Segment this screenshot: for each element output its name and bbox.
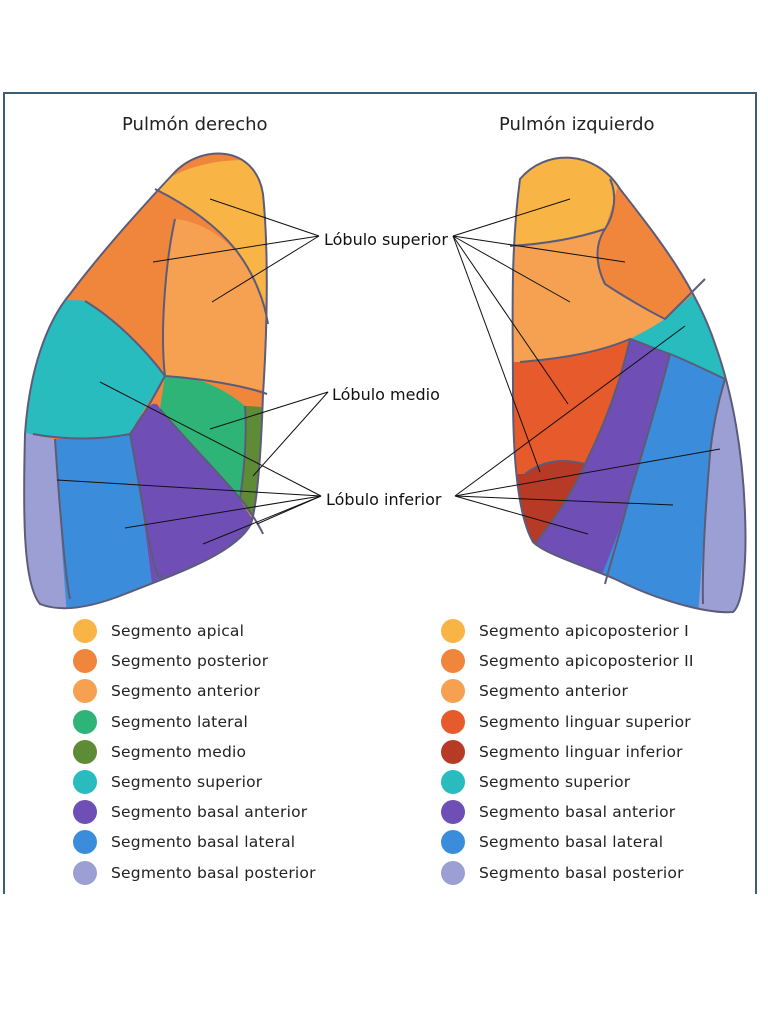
legend-label: Segmento anterior	[111, 682, 261, 701]
legend-label: Segmento basal posterior	[479, 863, 684, 882]
legend-label: Segmento medio	[111, 742, 247, 761]
legend-label: Segmento linguar inferior	[479, 742, 683, 761]
legend-swatch	[441, 679, 465, 704]
legend-label: Segmento anterior	[479, 682, 629, 701]
legend-swatch	[73, 709, 97, 734]
legend-label: Segmento lateral	[111, 712, 248, 731]
seg-r-apical	[155, 160, 267, 344]
left-lung-title: Pulmón izquierdo	[499, 114, 655, 135]
legend-swatch	[73, 619, 97, 644]
legend-label: Segmento posterior	[111, 652, 269, 671]
lungs-illustration	[23, 152, 747, 614]
seg-r-anterior	[162, 219, 267, 394]
legend-label: Segmento basal lateral	[479, 833, 664, 852]
legend-swatch	[441, 770, 465, 795]
left-lung-outline	[511, 156, 747, 614]
legend-item: Segmento basal lateral	[441, 827, 694, 857]
legend-swatch	[441, 709, 465, 734]
left-lung	[512, 157, 746, 613]
legend-item: Segmento apical	[73, 616, 316, 646]
legend-item: Segmento apicoposterior II	[441, 646, 694, 676]
legend-item: Segmento linguar superior	[441, 707, 694, 737]
legend-item: Segmento posterior	[73, 646, 316, 676]
legend-item: Segmento basal anterior	[73, 797, 316, 827]
callout-lines	[56, 198, 721, 545]
legend-swatch	[73, 649, 97, 674]
legend-swatch	[441, 739, 465, 764]
legend-right-lung: Segmento apical Segmento posterior Segme…	[73, 616, 316, 888]
seg-l-linguar-inferior	[512, 461, 585, 544]
legend-item: Segmento lateral	[73, 707, 316, 737]
legend-swatch	[441, 800, 465, 825]
legend-item: Segmento superior	[441, 767, 694, 797]
right-lung-outline	[23, 152, 268, 610]
legend-item: Segmento medio	[73, 737, 316, 767]
legend-item: Segmento linguar inferior	[441, 737, 694, 767]
legend-item: Segmento basal posterior	[441, 858, 694, 888]
legend-label: Segmento basal lateral	[111, 833, 296, 852]
legend-item: Segmento basal anterior	[441, 797, 694, 827]
legend-label: Segmento basal anterior	[111, 803, 308, 822]
legend-swatch	[441, 649, 465, 674]
legend-label: Segmento superior	[111, 773, 263, 792]
seg-l-basal-anterior	[512, 339, 670, 594]
legend-swatch	[441, 619, 465, 644]
legend-swatch	[441, 830, 465, 855]
seg-l-linguar-superior	[512, 339, 630, 474]
legend-label: Segmento superior	[479, 773, 631, 792]
legend-item: Segmento basal posterior	[73, 858, 316, 888]
legend-label: Segmento apical	[111, 622, 245, 641]
seg-r-basal-anterior	[130, 403, 267, 609]
legend-swatch	[73, 860, 97, 885]
legend-item: Segmento anterior	[441, 676, 694, 706]
legend-swatch	[73, 830, 97, 855]
seg-l-anterior	[512, 229, 665, 362]
legend-swatch	[73, 739, 97, 764]
right-lung-title: Pulmón derecho	[122, 114, 268, 135]
legend-item: Segmento apicoposterior I	[441, 616, 694, 646]
legend-swatch	[73, 679, 97, 704]
legend-label: Segmento basal anterior	[479, 803, 676, 822]
left-lung-borders	[509, 178, 726, 605]
callout-lobulo-medio: Lóbulo medio	[332, 385, 440, 404]
callout-lobulo-superior: Lóbulo superior	[324, 230, 448, 249]
legend-swatch	[441, 860, 465, 885]
lung-segments-figure: Pulmón derecho Pulmón izquierdo Lóbulo s…	[3, 92, 757, 894]
callout-lobulo-inferior: Lóbulo inferior	[326, 490, 442, 509]
legend-item: Segmento basal lateral	[73, 827, 316, 857]
legend-swatch	[73, 770, 97, 795]
legend-label: Segmento apicoposterior I	[479, 622, 689, 641]
legend-item: Segmento anterior	[73, 676, 316, 706]
legend-item: Segmento superior	[73, 767, 316, 797]
legend-label: Segmento basal posterior	[111, 863, 316, 882]
seg-r-basal-lateral	[55, 434, 165, 609]
legend-label: Segmento linguar superior	[479, 712, 691, 731]
legend-left-lung: Segmento apicoposterior I Segmento apico…	[441, 616, 694, 888]
seg-r-basal-posterior	[24, 424, 75, 609]
legend-label: Segmento apicoposterior II	[479, 652, 694, 671]
legend-swatch	[73, 800, 97, 825]
seg-l-basal-posterior	[695, 379, 746, 613]
seg-r-lateral	[160, 375, 246, 499]
